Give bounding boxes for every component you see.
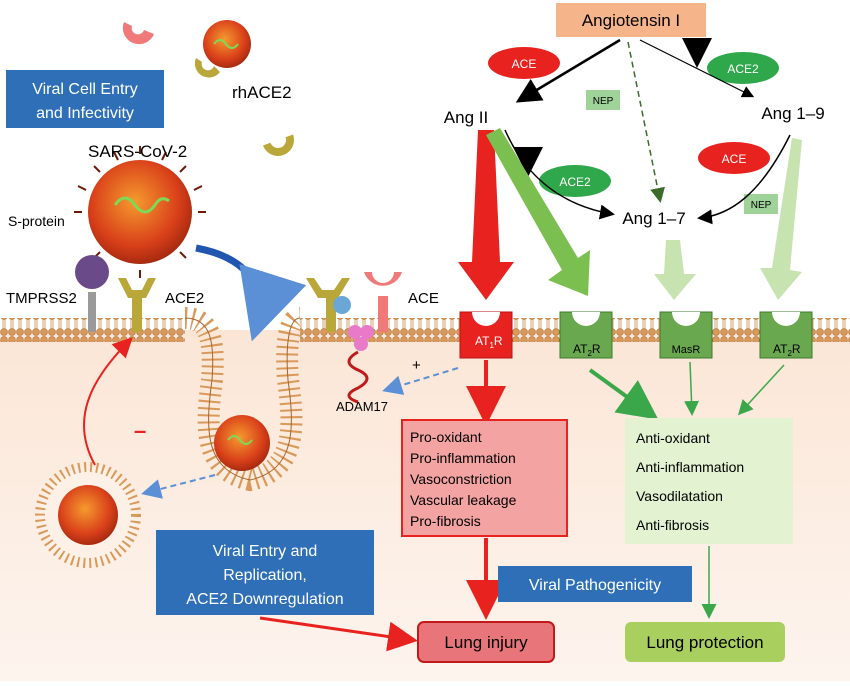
at1r-receptor — [459, 311, 513, 359]
virus-entry-arrow — [195, 244, 307, 342]
nep-mid-label: NEP — [593, 96, 614, 107]
protect-effect-item: Anti-oxidant — [636, 430, 710, 446]
ace-enzyme-right-label: ACE — [722, 152, 747, 166]
ace2-enzyme-mid — [539, 165, 611, 197]
arrow-angi-to-angii — [515, 38, 621, 103]
harm-effects-box — [401, 419, 568, 537]
membrane-ace2-ace-adam17 — [306, 272, 402, 404]
arrow-ang19-to-ang17 — [697, 134, 791, 225]
tmprss2-protein — [75, 255, 109, 332]
nep-right-box — [744, 194, 778, 214]
ang17-to-masr-arrow — [654, 240, 696, 300]
viral-pathogenicity-label: Viral Pathogenicity — [529, 577, 661, 594]
rhace2-soluble-shape — [262, 134, 294, 156]
ace2-enzyme-top-label: ACE2 — [727, 62, 759, 76]
arrow-angii-to-ang17 — [504, 129, 615, 220]
minus-sign: – — [134, 418, 146, 443]
internalized-virus — [214, 415, 270, 471]
viral-replication-line: Viral Entry and — [213, 543, 318, 560]
at2r-to-protect-arrow — [588, 368, 659, 420]
viral-replication-line: ACE2 Downregulation — [186, 591, 343, 608]
protect-effect-item: Vasodilatation — [636, 488, 723, 504]
at2r-receptor-b — [759, 311, 813, 359]
masr-to-protect-arrow — [684, 361, 700, 416]
nep-mid-box — [586, 90, 620, 110]
sars-cov-2-label: SARS-CoV-2 — [88, 142, 187, 161]
endosome-release-arrow — [141, 474, 216, 499]
lung-injury-box — [417, 621, 555, 663]
ang-1-9-label: Ang 1–9 — [761, 104, 824, 123]
angiotensin-i-box — [556, 3, 706, 37]
protect-effect-item: Anti-inflammation — [636, 459, 744, 475]
lung-protection-label: Lung protection — [646, 633, 763, 652]
at2r-b-label: AT2R — [773, 342, 801, 358]
virus-rhace2-bound — [194, 20, 251, 78]
tmprss2-label: TMPRSS2 — [6, 290, 77, 307]
s-protein-label: S-protein — [8, 213, 65, 229]
ace2-enzyme-mid-label: ACE2 — [559, 175, 591, 189]
viral-entry-line: and Infectivity — [36, 105, 134, 122]
viral-entry-line: Viral Cell Entry — [32, 81, 138, 98]
ang-1-7-label: Ang 1–7 — [622, 209, 685, 228]
ang-ii-label: Ang II — [444, 108, 488, 127]
ace-enzyme-top — [488, 47, 560, 79]
harm-effect-item: Vascular leakage — [410, 492, 517, 508]
plus-sign: + — [412, 357, 421, 374]
at2r-a-label: AT2R — [573, 342, 601, 358]
ace2-receptor-label: ACE2 — [165, 290, 204, 307]
harm-effect-item: Pro-inflammation — [410, 450, 516, 466]
viral-replication-box — [156, 530, 374, 615]
at2r-b-to-protect-arrow — [737, 364, 785, 416]
viral-entry-infectivity-box — [6, 70, 164, 128]
adam17-label: ADAM17 — [336, 399, 388, 414]
at1r-label: AT1R — [475, 334, 503, 350]
ace-enzyme-right — [698, 142, 770, 174]
ang19-to-at2r-arrow — [760, 138, 802, 300]
ace-soluble-shape — [122, 22, 154, 45]
protect-effect-item: Anti-fibrosis — [636, 517, 709, 533]
protect-effects-box — [625, 418, 793, 544]
viral-entry-infectivity-text: Viral Cell Entry and Infectivity — [32, 81, 138, 122]
nep-right-label: NEP — [751, 200, 772, 211]
harm-effect-item: Vasoconstriction — [410, 471, 512, 487]
at2r-receptor-a — [559, 311, 613, 359]
endosome-vesicle — [35, 462, 141, 568]
protect-effects-list: Anti-oxidantAnti-inflammationVasodilatat… — [636, 430, 744, 533]
ace2-receptor-left — [118, 278, 156, 332]
replication-to-lung-injury-arrow — [259, 616, 418, 652]
at1r-to-adam17-arrow — [382, 367, 459, 395]
ace2-downregulation-arrow — [82, 337, 133, 466]
angiotensin-i-label: Angiotensin I — [582, 11, 680, 30]
rhace2-label: rhACE2 — [232, 83, 292, 102]
angii-to-at1r-arrow — [458, 130, 514, 300]
ace2-enzyme-top — [707, 52, 779, 84]
viral-pathogenicity-box — [498, 566, 692, 602]
sars-cov-2-virion — [74, 146, 206, 278]
ace-enzyme-top-label: ACE — [512, 57, 537, 71]
harm-effect-item: Pro-oxidant — [410, 429, 482, 445]
harm-effect-item: Pro-fibrosis — [410, 513, 481, 529]
masr-label: MasR — [672, 344, 701, 356]
viral-replication-line: Replication, — [223, 567, 307, 584]
harm-effects-list: Pro-oxidantPro-inflammationVasoconstrict… — [410, 429, 517, 529]
lung-injury-label: Lung injury — [444, 633, 528, 652]
masr-receptor — [659, 311, 713, 359]
ace-membrane-label: ACE — [408, 290, 439, 307]
lung-protection-box — [625, 622, 785, 662]
arrow-angi-to-ang17-nep — [627, 41, 665, 203]
arrow-angi-to-ang19 — [639, 39, 755, 98]
angii-to-at2r-arrow — [486, 128, 590, 296]
